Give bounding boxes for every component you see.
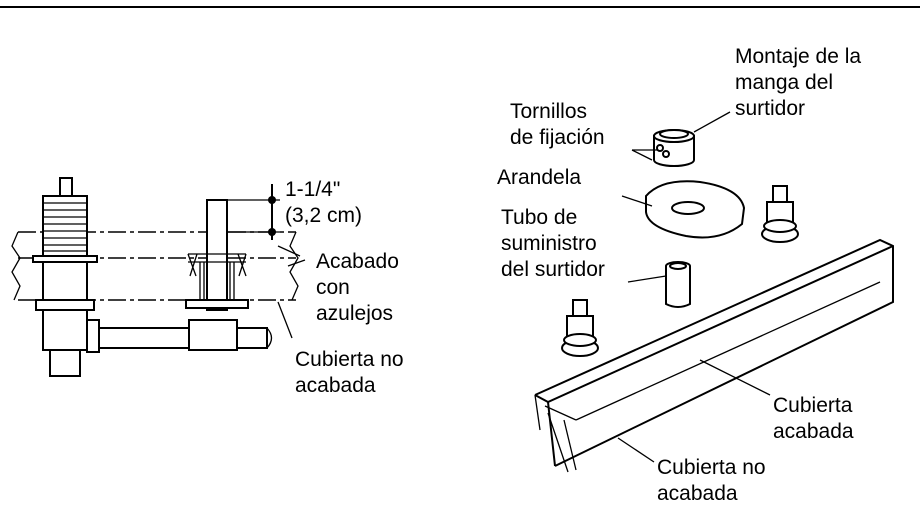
supply-tube bbox=[665, 261, 691, 308]
right-leaders bbox=[617, 111, 771, 463]
sleeve-label-line1: Montaje de la bbox=[735, 45, 862, 68]
finished-deck-line1: Cubierta bbox=[773, 394, 853, 417]
left-leaders bbox=[277, 245, 306, 339]
supply-tube-line3: del surtidor bbox=[501, 258, 605, 281]
set-screws-line2: de fijación bbox=[510, 126, 605, 149]
deck-slab bbox=[534, 238, 894, 473]
tile-finish-line3: azulejos bbox=[316, 302, 394, 325]
supply-tube-line2: suministro bbox=[501, 232, 597, 255]
valve-right bbox=[761, 185, 799, 243]
tile-finish-line1: Acabado bbox=[316, 250, 399, 273]
spout-section bbox=[185, 199, 273, 351]
dimension-label-2: (3,2 cm) bbox=[285, 204, 363, 227]
spout-sleeve bbox=[653, 129, 695, 167]
sleeve-label-line2: manga del bbox=[735, 71, 834, 94]
finished-deck-line2: acabada bbox=[773, 420, 854, 443]
tile-finish-line2: con bbox=[316, 276, 350, 299]
dimension-label-1: 1-1/4" bbox=[285, 178, 341, 201]
valve-left bbox=[561, 299, 599, 357]
washer-label: Arandela bbox=[497, 166, 582, 189]
left-unfinished-line1: Cubierta no bbox=[295, 348, 404, 371]
right-unfinished-line1: Cubierta no bbox=[657, 456, 766, 479]
valve-section bbox=[32, 177, 190, 377]
sleeve-label-line3: surtidor bbox=[735, 97, 806, 120]
washer bbox=[645, 180, 746, 239]
supply-tube-line1: Tubo de bbox=[501, 206, 578, 229]
set-screws-line1: Tornillos bbox=[510, 100, 588, 123]
left-unfinished-line2: acabada bbox=[295, 374, 376, 397]
right-unfinished-line2: acabada bbox=[657, 482, 738, 505]
dimension-marker bbox=[228, 184, 280, 240]
